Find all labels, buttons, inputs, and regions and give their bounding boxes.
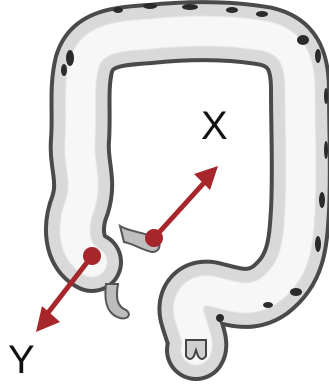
colon-illustration [61,3,328,359]
arrow-y-origin-dot [83,247,101,265]
arrow-x-origin-dot [145,229,163,247]
arrow-x [145,166,218,247]
arrow-x-shaft [154,174,212,238]
appendix [105,284,129,318]
label-x: X [201,106,228,146]
label-y: Y [8,340,35,380]
